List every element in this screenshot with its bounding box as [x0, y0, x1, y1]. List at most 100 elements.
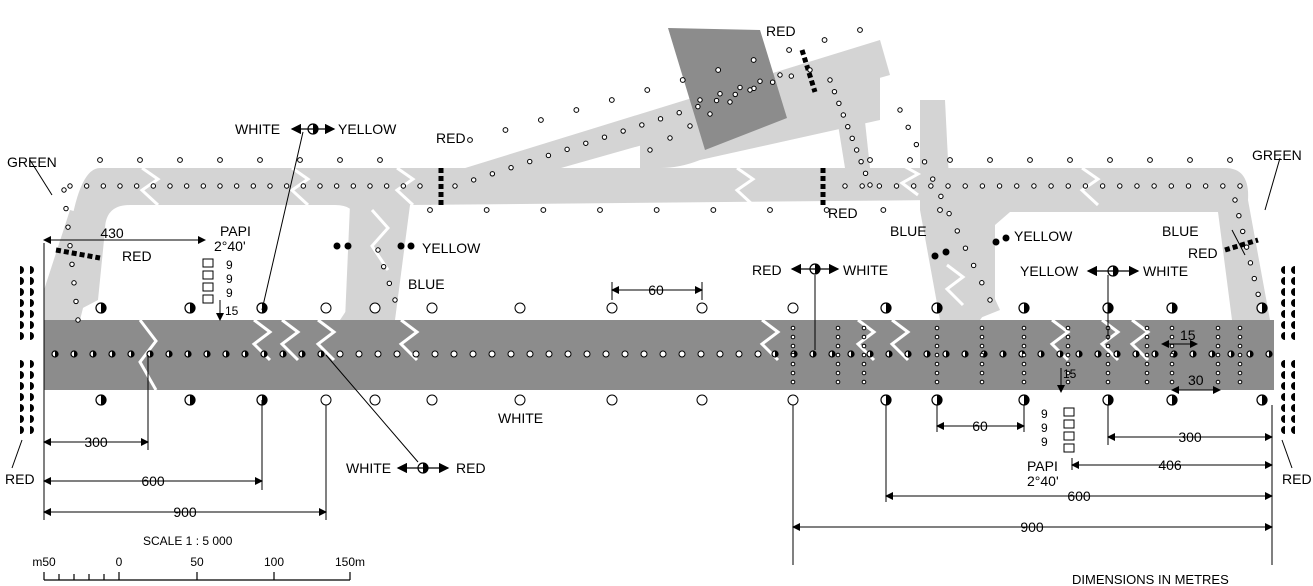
- taxiway-edge-light: [715, 67, 722, 73]
- papi-light-unit: [202, 270, 214, 280]
- taxiway-edge-light: [97, 157, 103, 163]
- threshold-lights: [20, 266, 1295, 434]
- dim-15-tdz: 15: [1180, 327, 1196, 343]
- zigzag-marking: [315, 318, 337, 362]
- threshold-light-left: [30, 415, 34, 423]
- taxiway-edge-light: [538, 117, 544, 123]
- taxiway-edge-light: [757, 78, 763, 84]
- taxiway-edge-light: [65, 224, 71, 230]
- touchdown-zone-light: [1169, 361, 1175, 367]
- zigzag-marking: [899, 163, 922, 197]
- threshold-light-left: [30, 393, 34, 401]
- runway-centreline-light: [1208, 350, 1216, 358]
- label-white-rw: WHITE: [843, 262, 888, 278]
- papi-light-unit: [1063, 419, 1075, 429]
- touchdown-zone-light: [1144, 352, 1150, 358]
- dim-430: 430: [100, 225, 124, 241]
- papi-light-unit: [202, 294, 214, 304]
- taxiway-edge-light: [727, 99, 733, 105]
- taxiway-edge-light: [767, 207, 773, 213]
- label-green-right: GREEN: [1252, 147, 1302, 163]
- touchdown-zone-light: [1215, 361, 1221, 367]
- taxiway-centreline-light: [807, 67, 813, 73]
- dim-9d: 9: [1041, 407, 1048, 421]
- threshold-light-right: [1291, 382, 1295, 390]
- taxiway-edge-light: [75, 317, 81, 323]
- dim-9f: 9: [1041, 435, 1048, 449]
- threshold-light-left: [30, 382, 34, 390]
- taxiway-edge-light: [831, 88, 838, 95]
- taxiway-edge-light: [63, 205, 69, 212]
- taxiway-centreline-light: [601, 134, 608, 140]
- taxiway-centreline-light: [1082, 183, 1089, 189]
- runway-centreline-light: [412, 350, 420, 358]
- runway-centreline-light: [127, 350, 135, 358]
- label-papi-2-angle: 2°40': [1027, 473, 1059, 489]
- runway-centreline-light: [355, 350, 363, 358]
- taxiway-edge-light: [502, 127, 509, 133]
- taxiway-centreline-light: [928, 183, 934, 189]
- touchdown-zone-light: [1021, 370, 1027, 376]
- touchdown-zone-light: [1169, 379, 1175, 385]
- label-papi-2: PAPI: [1027, 458, 1058, 474]
- taxiway-centreline-light: [527, 158, 533, 165]
- taxiway-edge-light: [1240, 228, 1246, 235]
- taxiway-edge-light: [867, 182, 873, 188]
- runway-centreline-light: [374, 350, 382, 358]
- threshold-light-left: [30, 277, 34, 285]
- label-scale: SCALE 1 : 5 000: [143, 534, 233, 548]
- touchdown-zone-light: [835, 352, 841, 358]
- runway-edge-light: [1256, 302, 1268, 314]
- runway-centreline-light: [828, 350, 836, 358]
- two-way-light-symbols: [290, 123, 1140, 474]
- runway-centreline-light: [640, 350, 648, 358]
- runway-centreline-light: [279, 350, 287, 358]
- label-red-stop-5: RED: [1188, 245, 1218, 261]
- runway-edge-light: [1102, 394, 1114, 406]
- touchdown-zone-light: [835, 361, 841, 367]
- taxiway-edge-light: [297, 157, 303, 163]
- taxiway-edge-light: [1236, 213, 1242, 219]
- papi-light-unit: [1063, 443, 1075, 453]
- taxiway-edge-light: [737, 84, 743, 91]
- runway-centreline-light: [545, 350, 553, 358]
- runway-centreline-light: [70, 350, 78, 358]
- taxiway-edge-light: [697, 97, 703, 103]
- runway-centreline-light: [89, 350, 97, 358]
- taxiway-edge-light: [821, 37, 828, 43]
- touchdown-zone-light: [790, 352, 796, 358]
- taxiway-edge-light: [938, 193, 944, 200]
- taxiway-centreline-light: [893, 183, 900, 189]
- touchdown-zone-light: [1144, 325, 1150, 331]
- threshold-light-left: [30, 310, 34, 318]
- taxiway-centreline-light: [676, 110, 682, 116]
- taxiway-centreline-light: [350, 183, 357, 189]
- runway-centreline-light: [847, 350, 855, 358]
- papi-light-unit: [202, 282, 214, 292]
- touchdown-zone-light: [979, 361, 985, 367]
- threshold-light-left: [30, 371, 34, 379]
- touchdown-zone-light: [1065, 361, 1071, 367]
- taxiway-centreline-light: [1168, 183, 1175, 189]
- touchdown-zone-light: [1021, 352, 1027, 358]
- touchdown-zone-light: [979, 352, 985, 358]
- taxiway-centreline-light: [620, 128, 626, 134]
- runway-centreline-light: [564, 350, 572, 358]
- dim-900-right: 900: [1020, 519, 1044, 535]
- taxiway-centreline-light: [470, 177, 477, 183]
- taxiway-centreline-light: [962, 183, 968, 189]
- taxiway-centreline-light: [1065, 183, 1071, 189]
- threshold-light-left: [20, 360, 24, 368]
- label-red-rw: RED: [752, 262, 782, 278]
- runway-edge-light: [1256, 394, 1268, 406]
- zigzag-marking: [759, 318, 781, 362]
- threshold-light-left: [20, 332, 24, 340]
- taxiway-edge-light: [880, 207, 887, 213]
- touchdown-zone-light: [1144, 370, 1150, 376]
- runway-centreline-light: [165, 350, 173, 358]
- taxiway-centreline-light: [1220, 183, 1226, 189]
- taxiway-centreline-light: [200, 183, 207, 189]
- threshold-light-left: [20, 404, 24, 412]
- label-white-yw: WHITE: [1143, 263, 1188, 279]
